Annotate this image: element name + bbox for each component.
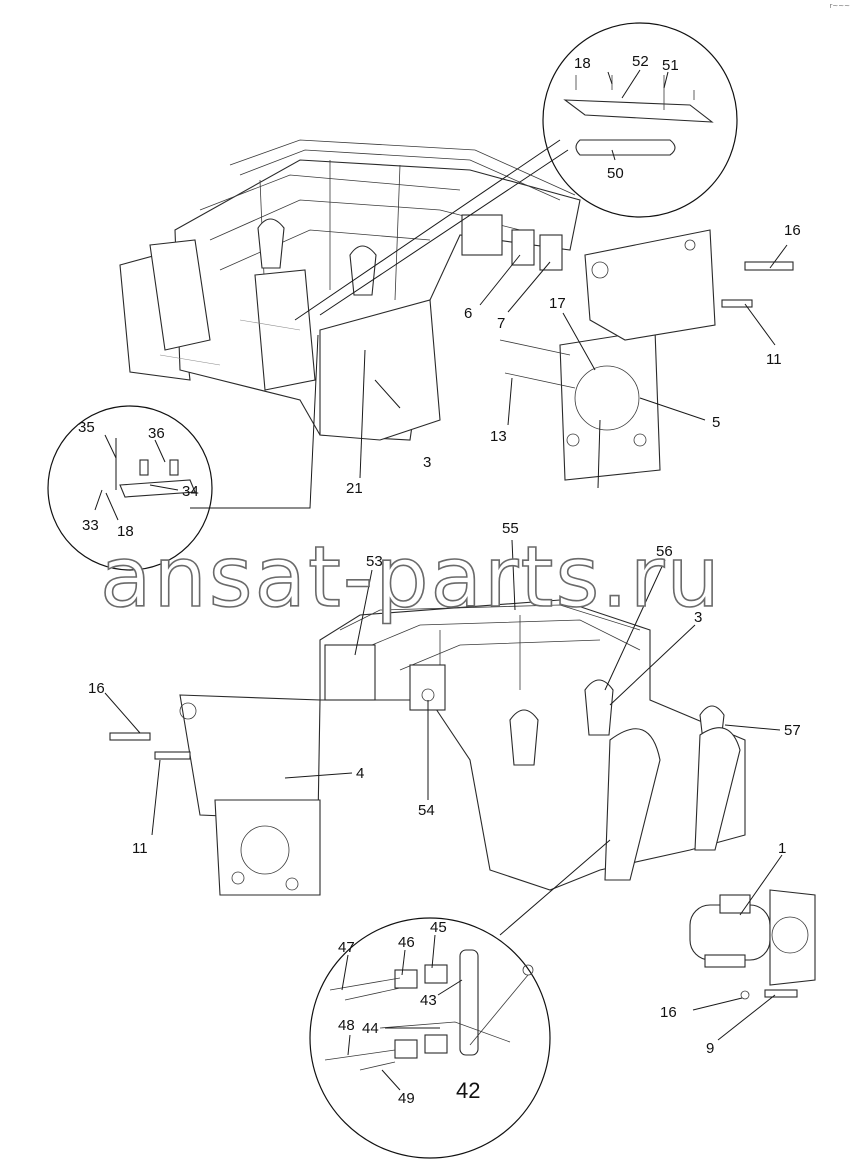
corner-mark: r~~~ [829,2,850,10]
callout-46: 46 [398,934,415,951]
callout-9: 9 [706,1040,714,1057]
callout-16-bottom: 16 [660,1004,677,1021]
callout-7: 7 [497,315,505,332]
callout-36: 36 [148,425,165,442]
leader-lines [94,69,788,1091]
callout-3-top: 3 [423,454,431,471]
callout-53: 53 [366,553,383,570]
callout-5: 5 [712,414,720,431]
callout-33: 33 [82,517,99,534]
callout-labels: 18 52 51 50 16 6 7 17 11 13 5 3 21 35 36… [78,53,801,1107]
detail-circle-bottom [309,917,551,1159]
callout-18-left: 18 [117,523,134,540]
callout-55: 55 [502,520,519,537]
callout-3-bottom: 3 [694,609,702,626]
callout-4: 4 [356,765,364,782]
callout-11-bottom: 11 [132,840,148,857]
motor-part [689,889,816,986]
callout-42: 42 [456,1078,480,1103]
callout-57: 57 [784,722,801,739]
callout-47: 47 [338,939,355,956]
callout-16-top: 16 [784,222,801,239]
callout-18-top: 18 [574,55,591,72]
callout-52: 52 [632,53,649,70]
callout-35: 35 [78,419,95,436]
callout-49: 49 [398,1090,415,1107]
callout-16-left: 16 [88,680,105,697]
callout-50: 50 [607,165,624,182]
callout-1: 1 [778,840,786,857]
watermark-text: ansat-parts.ru [99,527,722,627]
callout-48: 48 [338,1017,355,1034]
callout-54: 54 [418,802,435,819]
callout-43: 43 [420,992,437,1009]
callout-56: 56 [656,543,673,560]
callout-44: 44 [362,1020,379,1037]
callout-6: 6 [464,305,472,322]
detail-circle-left [47,405,213,571]
callout-17: 17 [549,295,566,312]
callout-34: 34 [182,483,199,500]
callout-45: 45 [430,919,447,936]
callout-11-top: 11 [766,351,782,368]
callout-21: 21 [346,480,363,497]
callout-51: 51 [662,57,679,74]
detail-circle-top-right [542,22,738,218]
callout-13: 13 [490,428,507,445]
lower-frame-assembly [109,599,816,1000]
upper-frame-assembly [119,139,794,481]
